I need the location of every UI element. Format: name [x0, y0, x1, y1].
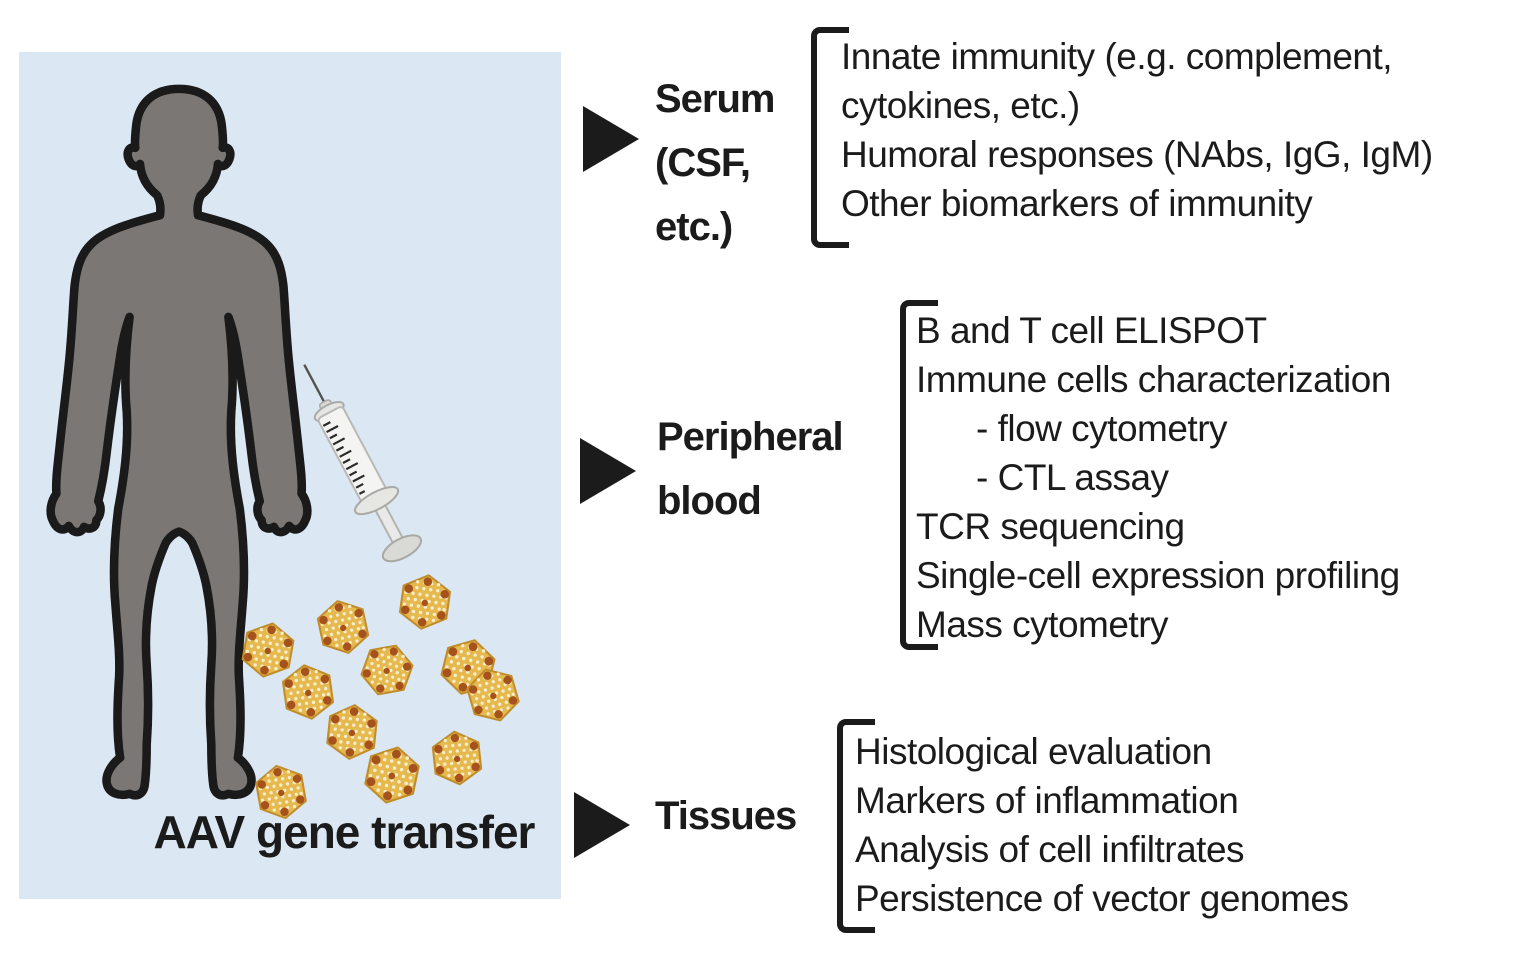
list-item: - CTL assay	[976, 457, 1169, 498]
list-item: Histological evaluation	[855, 731, 1212, 772]
bracket	[837, 719, 875, 933]
section-label-peripheral-blood: Peripheral blood	[657, 415, 844, 523]
section-list-peripheral-blood: B and T cell ELISPOT Immune cells charac…	[916, 306, 1400, 649]
aav-capsid-icon	[324, 701, 380, 763]
list-item: Innate immunity (e.g. complement,	[841, 36, 1393, 77]
section-label-serum: Serum (CSF, etc.)	[655, 77, 775, 249]
list-item: - flow cytometry	[976, 408, 1228, 449]
aav-capsid-icon	[397, 571, 453, 633]
bracket	[900, 300, 938, 650]
list-item: Persistence of vector genomes	[855, 878, 1349, 919]
list-item: Humoral responses (NAbs, IgG, IgM)	[841, 134, 1433, 175]
list-item: Mass cytometry	[916, 604, 1169, 645]
bracket	[811, 27, 849, 248]
aav-capsid-icon	[314, 595, 372, 659]
aav-gene-transfer-panel: AAV gene transfer	[19, 52, 561, 899]
aav-capsid-cluster	[239, 571, 524, 824]
human-silhouette	[46, 84, 312, 800]
section-label-tissues: Tissues	[655, 794, 797, 838]
list-item: B and T cell ELISPOT	[916, 310, 1267, 351]
aav-capsid-icon	[239, 618, 297, 682]
list-item: Analysis of cell infiltrates	[855, 829, 1245, 870]
aav-capsid-icon	[356, 637, 418, 703]
panel-caption: AAV gene transfer	[153, 806, 536, 858]
list-item: Immune cells characterization	[916, 359, 1391, 400]
panel-illustration	[46, 84, 524, 824]
list-item: Other biomarkers of immunity	[841, 183, 1313, 224]
right-triangle-icon	[574, 792, 630, 858]
list-item: TCR sequencing	[916, 506, 1185, 547]
aav-capsid-icon	[361, 741, 423, 809]
section-list-tissues: Histological evaluation Markers of infla…	[855, 727, 1349, 923]
aav-capsid-icon	[280, 661, 336, 723]
right-triangle-icon	[583, 106, 639, 172]
section-list-serum: Innate immunity (e.g. complement, cytoki…	[841, 32, 1433, 228]
list-item: Single-cell expression profiling	[916, 555, 1400, 596]
list-item: Markers of inflammation	[855, 780, 1239, 821]
syringe-icon	[303, 364, 423, 563]
aav-capsid-icon	[430, 728, 484, 788]
right-triangle-icon	[580, 438, 636, 504]
list-item: cytokines, etc.)	[841, 85, 1080, 126]
